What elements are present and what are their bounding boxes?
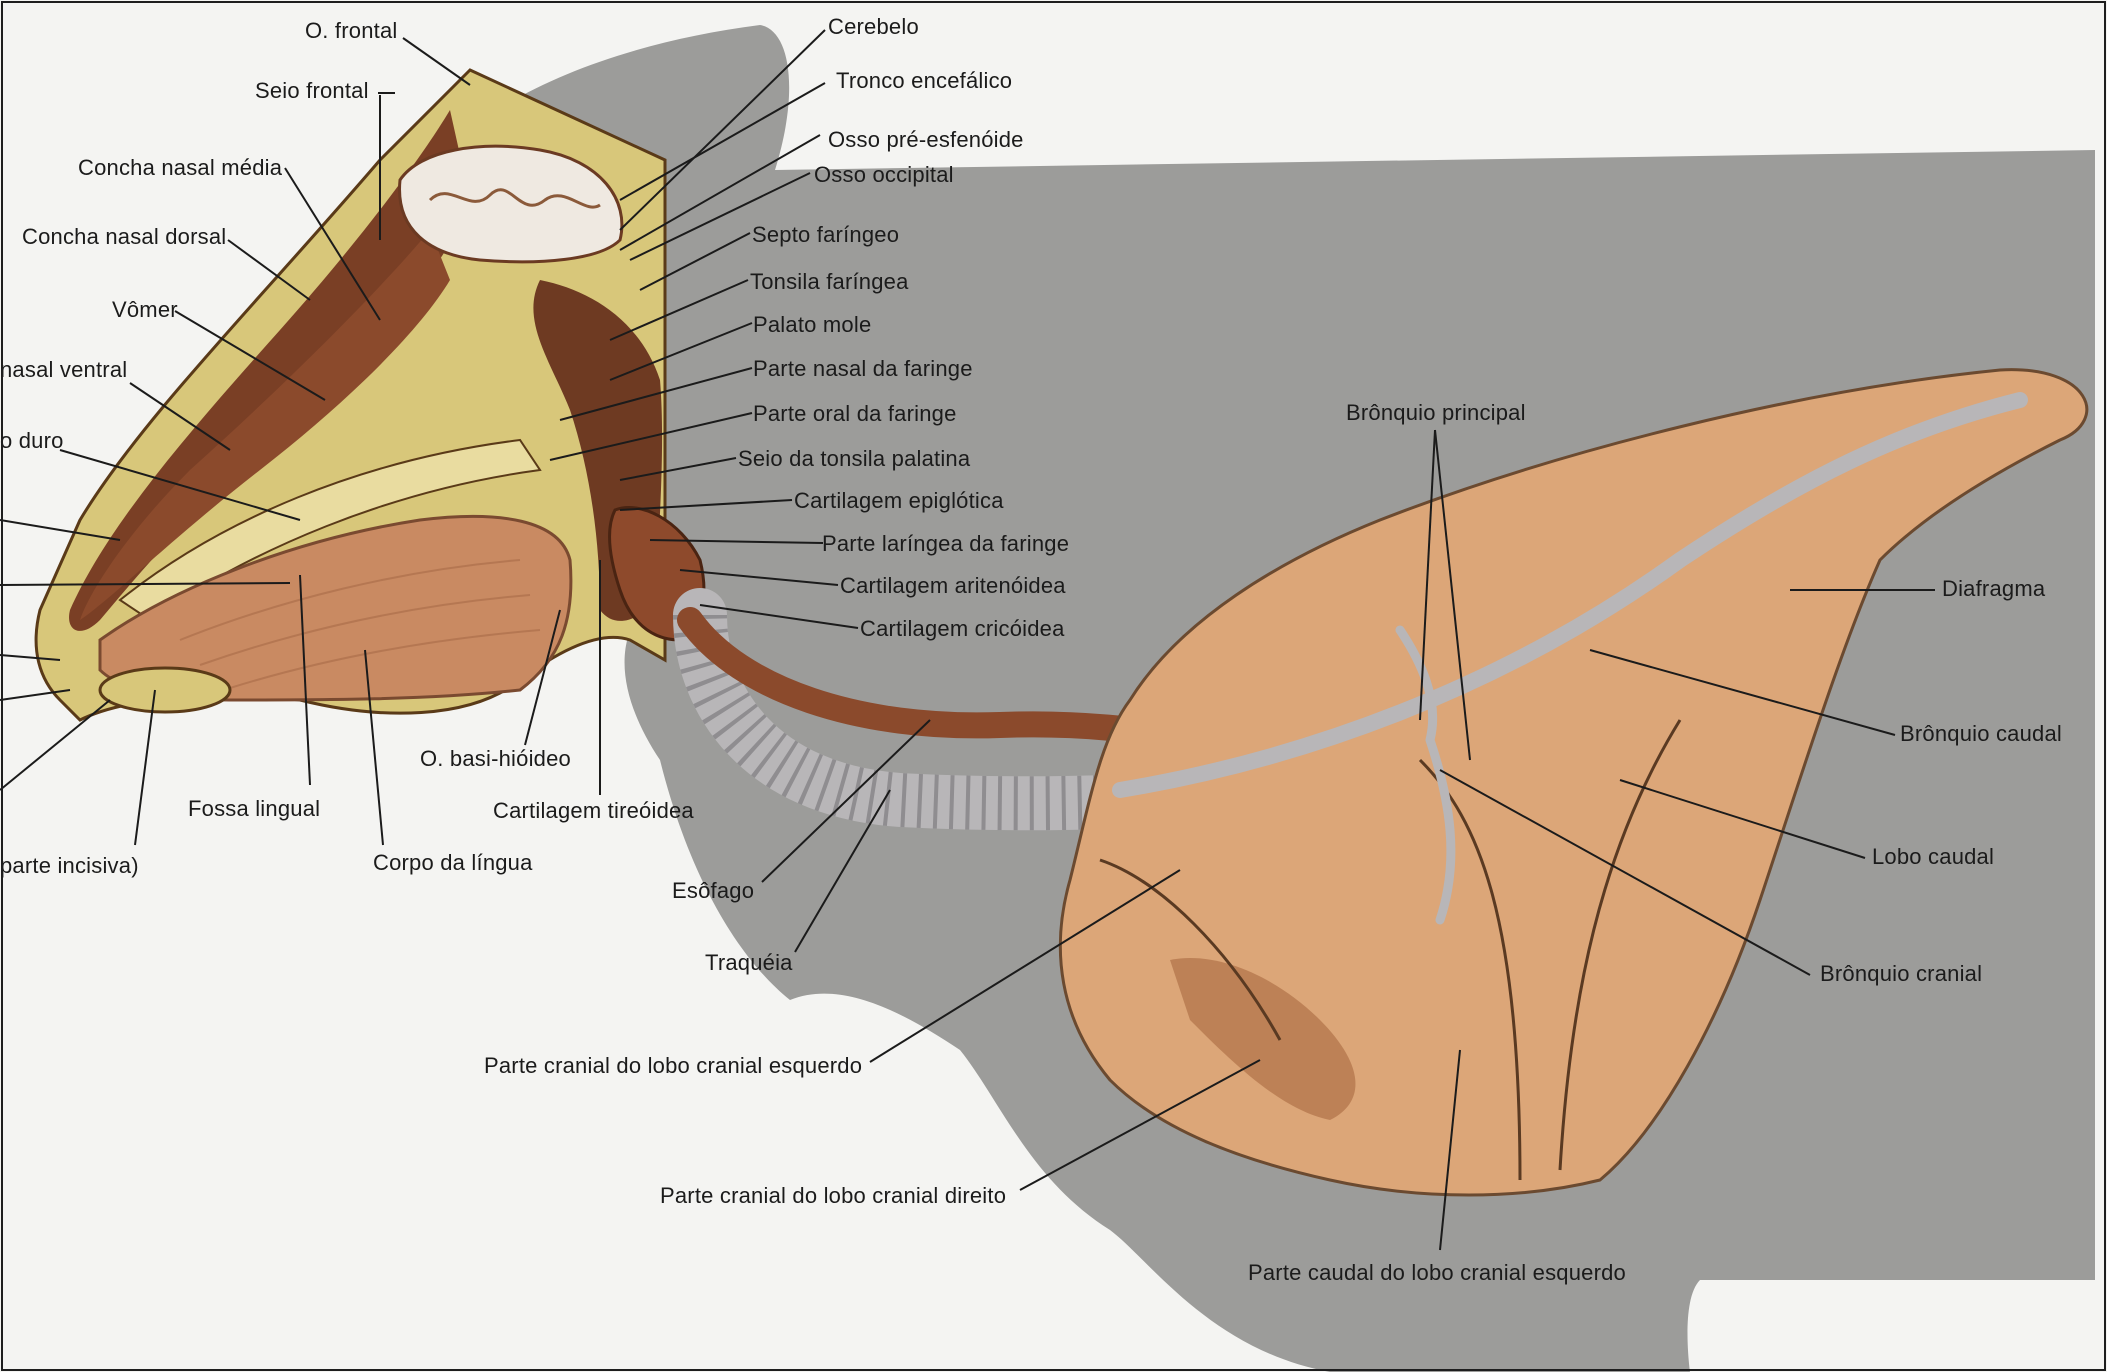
label-o-frontal: O. frontal bbox=[305, 18, 398, 43]
label-bronquio-caudal: Brônquio caudal bbox=[1900, 721, 2063, 746]
label-o-basi-hioideo: O. basi-hióideo bbox=[420, 746, 571, 771]
label-cerebelo: Cerebelo bbox=[828, 14, 919, 39]
label-traqueia: Traquéia bbox=[705, 950, 793, 975]
label-corpo-lingua: Corpo da língua bbox=[373, 850, 533, 875]
label-tonsila-faringea: Tonsila faríngea bbox=[750, 269, 909, 294]
label-concha-nasal-media: Concha nasal média bbox=[78, 155, 283, 180]
label-palato-mole: Palato mole bbox=[753, 312, 872, 337]
brain-folds bbox=[428, 188, 601, 209]
label-parte-oral-faringe: Parte oral da faringe bbox=[753, 401, 957, 426]
label-osso-occipital: Osso occipital bbox=[814, 162, 954, 187]
label-bronquio-cranial: Brônquio cranial bbox=[1820, 961, 1983, 986]
tongue-fibers bbox=[179, 559, 541, 689]
bronchial-branch bbox=[1395, 625, 1456, 925]
label-parte-laringea-faringe: Parte laríngea da faringe bbox=[822, 531, 1070, 556]
label-vomer: Vômer bbox=[112, 297, 178, 322]
label-bronquio-principal: Brônquio principal bbox=[1346, 400, 1526, 425]
label-tronco-encefalico: Tronco encefálico bbox=[836, 68, 1013, 93]
brain-region bbox=[398, 144, 624, 264]
label-palato-duro: o duro bbox=[0, 428, 64, 453]
tongue bbox=[98, 514, 573, 702]
label-osso-pre-esfenoide: Osso pré-esfenóide bbox=[828, 127, 1024, 152]
label-seio-frontal: Seio frontal bbox=[255, 78, 369, 103]
nasal-concha-ventral bbox=[80, 230, 450, 620]
label-cartilagem-tireoidea: Cartilagem tireóidea bbox=[493, 798, 694, 823]
label-concha-nasal-dorsal: Concha nasal dorsal bbox=[22, 224, 227, 249]
label-cartilagem-cricoidea: Cartilagem cricóidea bbox=[860, 616, 1065, 641]
label-parte-cranial-lobo-cranial-esquerdo: Parte cranial do lobo cranial esquerdo bbox=[484, 1053, 863, 1078]
bronchial-tree bbox=[1112, 392, 2028, 798]
label-fossa-lingual: Fossa lingual bbox=[188, 796, 321, 821]
label-concha-nasal-ventral: nasal ventral bbox=[0, 357, 128, 382]
lung-lobe-fold bbox=[1170, 958, 1356, 1120]
label-parte-nasal-faringe: Parte nasal da faringe bbox=[753, 356, 973, 381]
label-cartilagem-epiglotica: Cartilagem epiglótica bbox=[794, 488, 1004, 513]
label-cartilagem-aritenoidea: Cartilagem aritenóidea bbox=[840, 573, 1066, 598]
label-parte-caudal-lobo-cranial-esquerdo: Parte caudal do lobo cranial esquerdo bbox=[1248, 1260, 1626, 1285]
lung bbox=[1058, 368, 2089, 1197]
label-parte-incisiva: parte incisiva) bbox=[0, 853, 139, 878]
label-esofago: Esôfago bbox=[672, 878, 755, 903]
hard-palate bbox=[118, 438, 542, 622]
incisive-bone bbox=[98, 666, 232, 714]
label-septo-faringeo: Septo faríngeo bbox=[752, 222, 900, 247]
label-diafragma: Diafragma bbox=[1942, 576, 2046, 601]
label-seio-tonsila-palatina: Seio da tonsila palatina bbox=[738, 446, 971, 471]
label-parte-cranial-lobo-cranial-direito: Parte cranial do lobo cranial direito bbox=[660, 1183, 1007, 1208]
label-lobo-caudal: Lobo caudal bbox=[1872, 844, 1995, 869]
